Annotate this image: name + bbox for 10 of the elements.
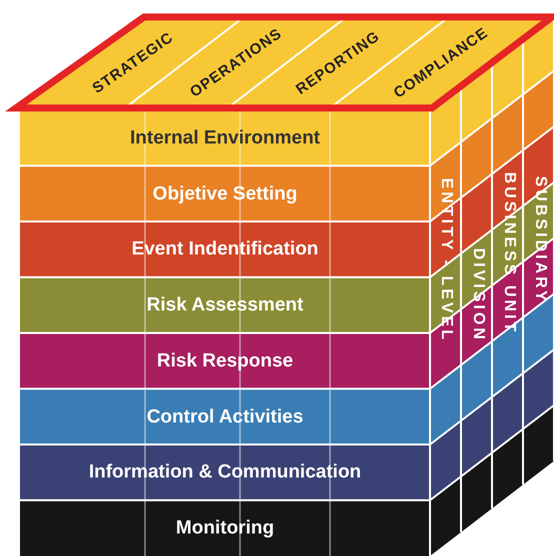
component-label: Risk Response	[156, 351, 294, 370]
component-label: Control Activities	[146, 407, 304, 426]
component-label: Risk Assessment	[146, 296, 304, 315]
component-label: Monitoring	[176, 518, 274, 538]
component-label: Objetive Setting	[152, 184, 298, 204]
component-label: Event Indentification	[132, 240, 318, 259]
unit-label: SUBSIDIARY	[532, 176, 548, 304]
unit-label: DIVISION	[470, 248, 486, 342]
unit-label: BUSINESS UNIT	[501, 172, 517, 335]
component-label: Internal Environment	[130, 128, 320, 148]
